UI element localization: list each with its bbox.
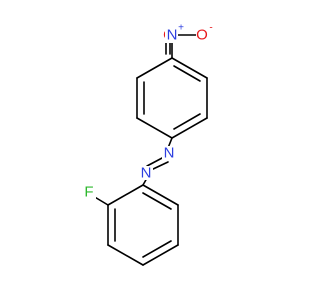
atom-o-right: O - — [196, 23, 213, 44]
ring1-bond-3 — [171, 117, 208, 139]
ring2-bond-3 — [107, 244, 144, 266]
ring2-bond-6 — [142, 184, 179, 206]
atom-labels: O N + O - N N F — [83, 23, 213, 201]
ring2-double-inner-b — [142, 240, 172, 258]
ring1-double-inner-b — [173, 113, 201, 130]
atom-n-azo-1: N — [162, 145, 175, 162]
ring1-bond-6 — [136, 57, 173, 79]
ring2-bond-1 — [107, 184, 144, 206]
bond-azo-double-b — [150, 161, 169, 171]
ring1-bond-1 — [171, 57, 208, 79]
atom-f-label: F — [84, 184, 93, 201]
atom-n-azo-2-label: N — [141, 165, 152, 182]
atom-o-right-label: O — [196, 27, 208, 44]
ring2-bond-4 — [142, 244, 179, 266]
atom-n-nitro-charge: + — [178, 23, 184, 34]
bond-azo-double-a — [146, 156, 165, 167]
ring2-double-inner-c — [142, 192, 172, 210]
bonds — [92, 34, 208, 266]
atom-n-nitro: N + — [165, 23, 184, 44]
atom-f: F — [83, 184, 96, 201]
atom-n-azo-1-label: N — [164, 145, 175, 162]
ring1-bond-4 — [136, 117, 173, 139]
ring1-double-inner-a — [173, 65, 201, 82]
atom-o-right-charge: - — [209, 23, 212, 34]
molecule-structure: O N + O - N N F — [83, 23, 213, 266]
atom-n-azo-2: N — [140, 165, 153, 182]
atom-n-nitro-label: N — [167, 27, 178, 44]
